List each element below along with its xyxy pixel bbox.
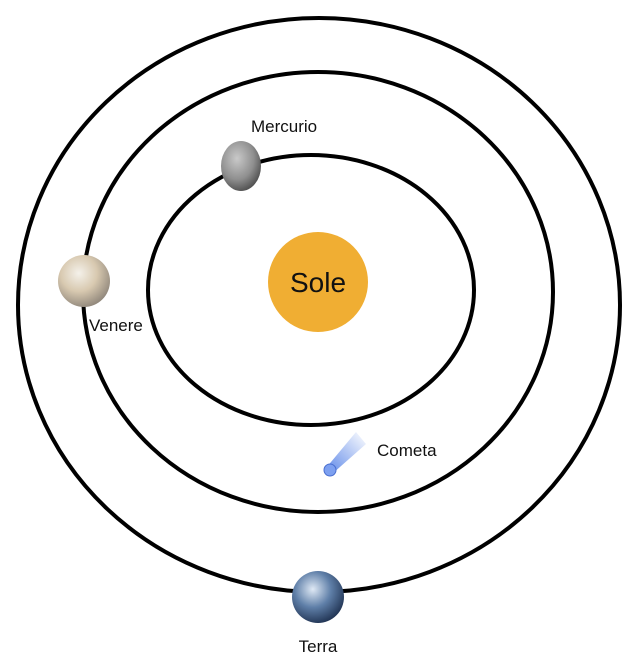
- comet: [323, 432, 366, 477]
- earth-planet: [292, 571, 344, 623]
- sun-label: Sole: [290, 267, 346, 298]
- inner-orbit: [146, 153, 476, 427]
- venus-label: Venere: [89, 316, 143, 335]
- venus-planet: [58, 255, 110, 307]
- comet-label: Cometa: [377, 441, 437, 460]
- earth-label: Terra: [299, 637, 338, 656]
- mercury-label: Mercurio: [251, 117, 317, 136]
- sun: [268, 232, 368, 332]
- mercury-planet: [221, 141, 261, 191]
